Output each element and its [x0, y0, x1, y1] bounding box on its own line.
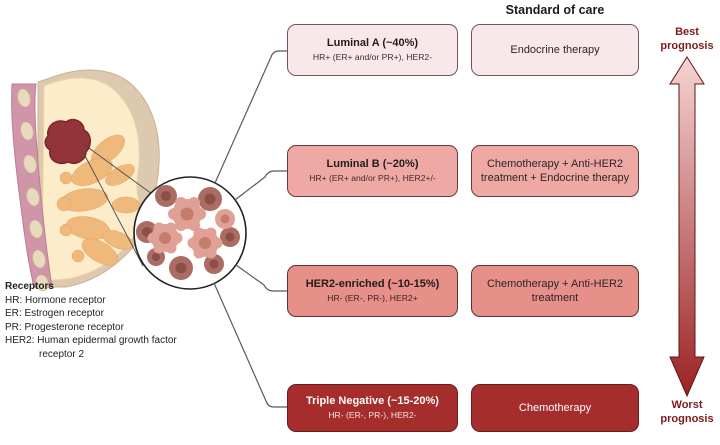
standard-of-care-title: Standard of care — [505, 3, 605, 17]
prognosis-arrow-icon — [669, 56, 705, 398]
connector-line-luminal-b — [234, 170, 288, 201]
legend-item: HR: Hormone receptor — [5, 294, 106, 306]
connector-line-triple-negative — [213, 282, 288, 408]
connector-line-her2-enriched — [235, 264, 288, 292]
connector-line-luminal-a — [214, 50, 288, 184]
subtype-name: Triple Negative (~15-20%) — [306, 395, 439, 408]
treatment-text: Chemotherapy + Anti-HER2 treatment — [486, 277, 624, 304]
treatment-box-her2-enriched: Chemotherapy + Anti-HER2 treatment — [471, 265, 639, 317]
worst-prognosis-label: Worst prognosis — [660, 399, 714, 425]
legend-item: PR: Progesterone receptor — [5, 321, 124, 333]
legend-item: HER2: Human epidermal growth factor rece… — [5, 335, 177, 360]
treatment-box-triple-negative: Chemotherapy — [471, 384, 639, 432]
subtype-receptors: HR+ (ER+ and/or PR+), HER2+/- — [309, 173, 436, 184]
subtype-box-luminal-b: Luminal B (~20%) HR+ (ER+ and/or PR+), H… — [287, 145, 458, 197]
subtype-name: HER2-enriched (~10-15%) — [305, 278, 440, 291]
legend-title: Receptors — [5, 281, 54, 292]
treatment-text: Chemotherapy + Anti-HER2 treatment + End… — [480, 157, 630, 184]
treatment-text: Endocrine therapy — [510, 43, 600, 56]
best-prognosis-label: Best prognosis — [660, 26, 714, 52]
treatment-box-luminal-a: Endocrine therapy — [471, 24, 639, 76]
tumor-cells — [136, 185, 240, 280]
tumor-cells-magnifier — [133, 176, 247, 290]
treatment-text: Chemotherapy — [518, 401, 592, 414]
magnifier-cone-lines — [81, 142, 153, 267]
legend-item: ER: Estrogen receptor — [5, 308, 104, 319]
subtype-receptors: HR+ (ER+ and/or PR+), HER2- — [312, 52, 433, 63]
treatment-box-luminal-b: Chemotherapy + Anti-HER2 treatment + End… — [471, 145, 639, 197]
ribs — [17, 88, 49, 292]
lobules — [56, 134, 141, 266]
subtype-receptors: HR- (ER-, PR-), HER2+ — [327, 293, 418, 304]
breast-illustration — [11, 69, 160, 292]
subtype-box-her2-enriched: HER2-enriched (~10-15%) HR- (ER-, PR-), … — [287, 265, 458, 317]
receptors-legend: Receptors HR: Hormone receptor ER: Estro… — [5, 280, 191, 361]
subtype-box-luminal-a: Luminal A (~40%) HR+ (ER+ and/or PR+), H… — [287, 24, 458, 76]
subtype-name: Luminal A (~40%) — [326, 37, 419, 50]
subtype-name: Luminal B (~20%) — [326, 158, 419, 171]
subtype-receptors: HR- (ER-, PR-), HER2- — [328, 410, 417, 421]
tumor-icon — [44, 118, 91, 164]
subtype-box-triple-negative: Triple Negative (~15-20%) HR- (ER-, PR-)… — [287, 384, 458, 432]
